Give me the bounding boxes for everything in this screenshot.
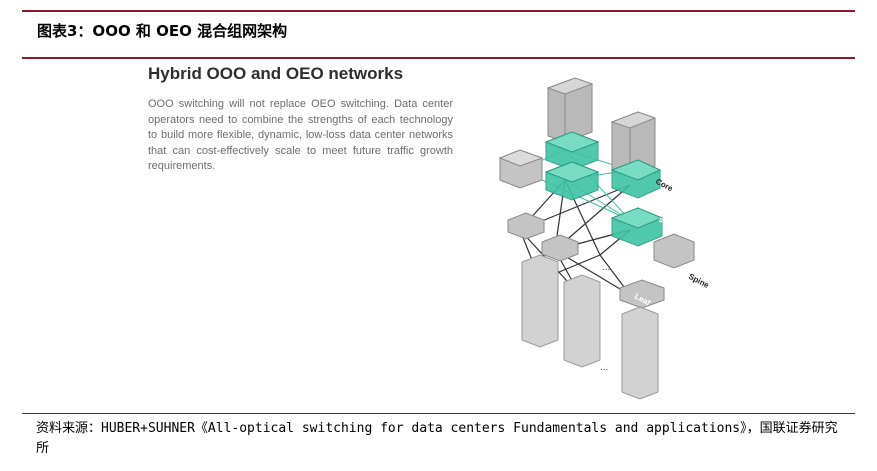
ellipsis-1: ... bbox=[602, 262, 610, 273]
network-diagram: Core OOO switches Spine Leaf ... ... bbox=[498, 77, 711, 400]
figure-title: 图表3：OOO 和 OEO 混合组网架构 bbox=[37, 22, 288, 40]
spine-label: Spine bbox=[687, 272, 711, 290]
figure-panel: Hybrid OOO and OEO networks OOO switchin… bbox=[130, 60, 730, 410]
ooo-switch-2 bbox=[544, 161, 600, 201]
title-rule bbox=[22, 57, 855, 59]
core-rack-right bbox=[610, 111, 657, 177]
ooo-switch-3 bbox=[610, 159, 662, 199]
bottom-rule bbox=[22, 413, 855, 414]
spine-switch-2 bbox=[541, 234, 579, 262]
core-label: Core bbox=[654, 177, 675, 194]
ooo-switch-4 bbox=[610, 207, 664, 247]
spine-switch-1 bbox=[507, 212, 545, 240]
panel-heading: Hybrid OOO and OEO networks bbox=[148, 64, 404, 83]
top-rule bbox=[22, 10, 855, 12]
source-note: 资料来源：HUBER+SUHNER《All-optical switching … bbox=[36, 421, 838, 456]
core-rack-left bbox=[546, 77, 594, 143]
ellipsis-2: ... bbox=[600, 362, 608, 373]
side-rack bbox=[498, 149, 544, 189]
spine-switch-3 bbox=[653, 233, 695, 269]
ooo-switch-1 bbox=[544, 131, 600, 171]
panel-body-text: OOO switching will not replace OEO switc… bbox=[148, 98, 453, 172]
server-stacks bbox=[521, 254, 659, 400]
leaf-switch bbox=[619, 279, 665, 309]
